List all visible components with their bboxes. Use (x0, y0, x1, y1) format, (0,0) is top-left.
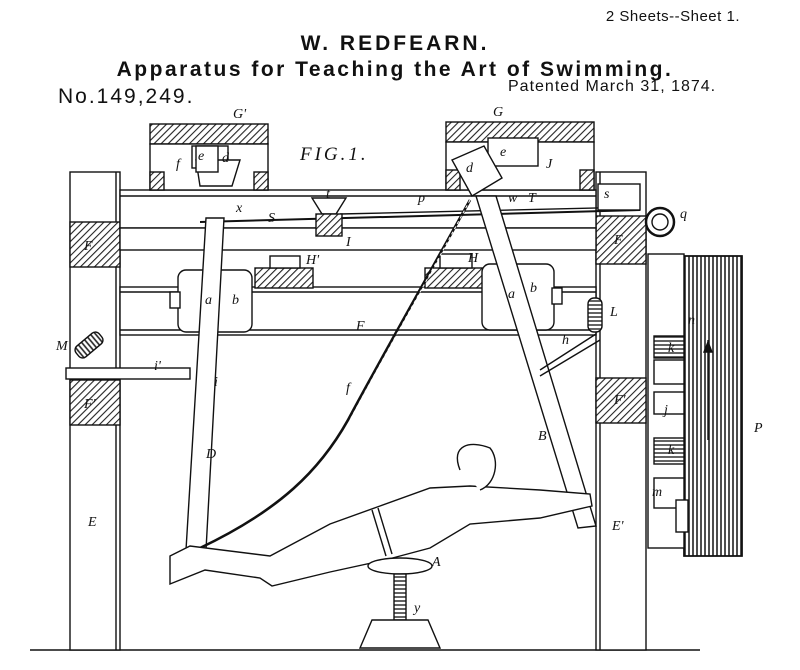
label-p-cord: p (417, 191, 425, 206)
label-k-lower: k (668, 443, 675, 458)
label-f-rope: f (346, 381, 352, 396)
label-e-right-head: e (500, 145, 506, 160)
label-h-block: H (467, 251, 479, 266)
label-p-wheel: P (753, 421, 763, 436)
label-f-prime-left: F' (83, 397, 97, 412)
label-a-stool: A (431, 555, 441, 570)
patent-number: No.149,249. (58, 85, 195, 108)
label-d-right-head: d (466, 161, 474, 176)
label-t-block: t (326, 187, 331, 202)
label-f-block-left: F (83, 239, 93, 254)
sheet-note: 2 Sheets--Sheet 1. (605, 8, 740, 25)
label-b-left-pivot: b (232, 293, 239, 308)
label-w: w (508, 191, 518, 206)
label-h-prime-block: H' (305, 253, 320, 268)
label-m-spring: M (55, 339, 69, 354)
label-y: y (412, 601, 421, 616)
label-g-prime-block: G' (233, 107, 247, 122)
label-s-block: s (604, 187, 610, 202)
label-e-left-head: e (198, 149, 204, 164)
label-f-prime-right: F' (613, 393, 627, 408)
inventor-name: W. REDFEARN. (300, 32, 490, 55)
patent-date: Patented March 31, 1874. (508, 78, 717, 95)
label-t: T (528, 191, 537, 206)
label-j: J (546, 157, 553, 172)
label-i-prime-rod: i' (154, 359, 162, 374)
figure-caption: FIG.1. (299, 144, 369, 165)
label-i-block: I (345, 235, 352, 250)
label-d-left-head: d (222, 151, 230, 166)
label-f-block-right: F (613, 233, 623, 248)
label-k-upper: k (668, 341, 675, 356)
label-e-prime-post: E' (611, 519, 625, 534)
label-x: x (235, 201, 243, 216)
label-l-spring: L (609, 305, 618, 320)
label-m-ratchet: m (652, 485, 662, 500)
label-g-block: G (493, 105, 503, 120)
label-s-rod: S (268, 211, 275, 226)
label-h-rod: h (562, 333, 569, 348)
label-b-right-pivot: b (530, 281, 537, 296)
label-a-right-pivot: a (508, 287, 515, 302)
label-d-frame: D (205, 447, 216, 462)
label-f-left-head: f (176, 157, 182, 172)
label-a-left-pivot: a (205, 293, 212, 308)
label-n: n (688, 313, 695, 328)
label-f-beam: F (355, 319, 365, 334)
label-j-ratchet: j (662, 403, 668, 418)
patent-title: Apparatus for Teaching the Art of Swimmi… (116, 58, 674, 81)
label-q-pulley: q (680, 207, 687, 222)
label-b-frame: B (538, 429, 547, 444)
label-i-joint: i (214, 375, 218, 390)
label-e-post: E (87, 515, 97, 530)
